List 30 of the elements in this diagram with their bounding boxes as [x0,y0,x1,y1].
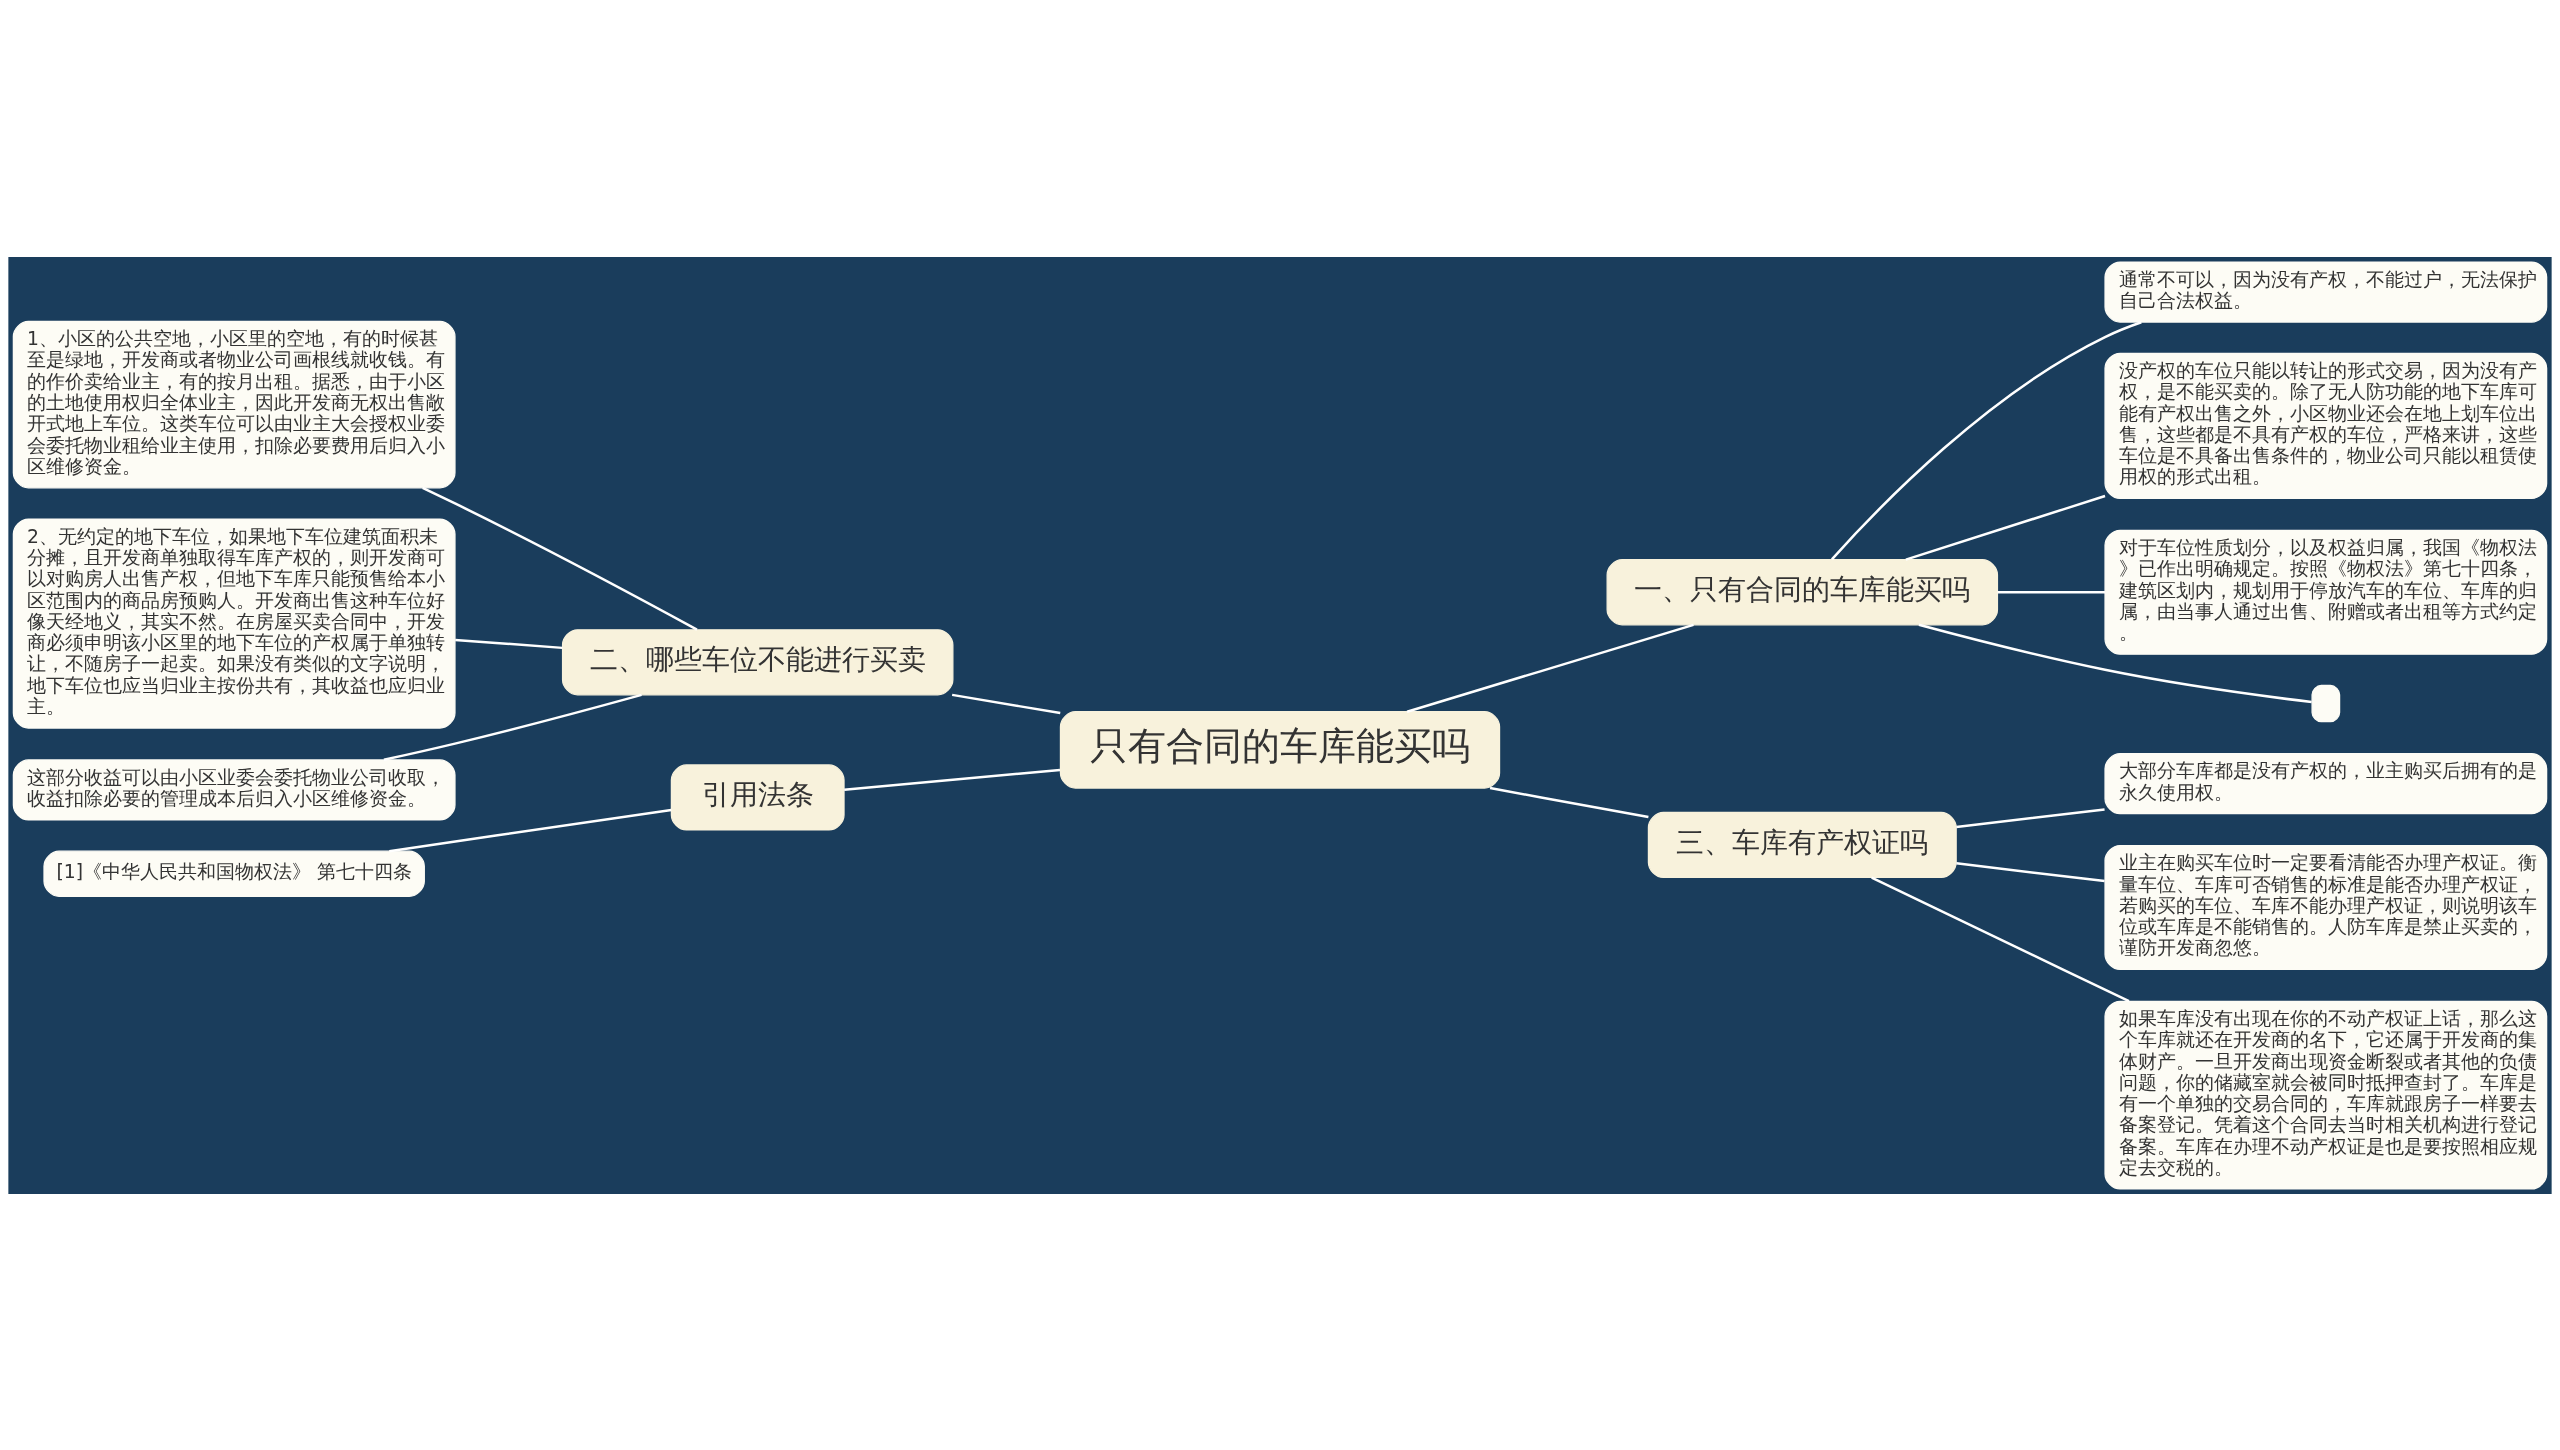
node-box: 二、哪些车位不能进行买卖 [561,628,954,695]
node-box: 如果车库没有出现在你的不动产权证上话，那么这个车库就还在开发商的名下，它还属于开发商的集体财产。一旦开发商出现资金断裂或者其他的负债问题，你的储藏室就会被同时抵押查封了。车库是有一个单独的交易合同的，车库就跟房子一样要去备案登记。凭着这个合同去当时相关机构进行登记备案。车库在办理不动产权证是也是要按照相应规定去交税的。 [2104,1000,2548,1190]
connector [1489,786,1649,818]
connector [951,693,1061,714]
connector [455,638,563,649]
connector [1918,623,2312,703]
node-box: 通常不可以，因为没有产权，不能过户，无法保护自己合法权益。 [2104,260,2548,323]
node-box: 2、无约定的地下车位，如果地下车位建筑面积未分摊，且开发商单独取得车库产权的，则开发商可以对购房人出售产权，但地下车库只能预售给本小区范围内的商品房预购人。开发商出售这种车位好像天经地义，其实不然。在房屋买卖合同中，开发商必须申明该小区里的地下车位的产权属于单独转让，不随房子一起卖。如果没有类似的文字说明，地下车位也应当归业主按份共有，其收益也应归业主。 [12,517,456,729]
node-box [2311,684,2341,722]
node-box: 这部分收益可以由小区业委会委托物业公司收取，收益扣除必要的管理成本后归入小区维修资金。 [12,758,456,821]
connector [1406,623,1694,713]
connector [422,486,698,631]
node-box: 1、小区的公共空地，小区里的空地，有的时候甚至是绿地，开发商或者物业公司画根线就收钱。有的作价卖给业主，有的按月出租。据悉，由于小区的土地使用权归全体业主，因此开发商无权出售敞开式地上车位。这类车位可以由业主大会授权业委会委托物业租给业主使用，扣除必要费用后归入小区维修资金。 [12,320,456,488]
connector [1905,494,2106,561]
connector [1956,807,2105,828]
node-box: 三、车库有产权证吗 [1647,811,1957,878]
connector [844,768,1061,791]
node-box: 对于车位性质划分，以及权益归属，我国《物权法》已作出明确规定。按照《物权法》第七十四条，建筑区划内，规划用于停放汽车的车位、车库的归属，由当事人通过出售、附赠或者出租等方式约定。 [2104,529,2548,655]
node-box: 一、只有合同的车库能买吗 [1606,558,1999,625]
node-box: 业主在购买车位时一定要看清能否办理产权证。衡量车位、车库可否销售的标准是能否办理产权证，若购买的车位、车库不能办理产权证，则说明该车位或车库是不能销售的。人防车库是禁止买卖的，谨防开发商忽悠。 [2104,844,2548,970]
connector [389,808,672,852]
connector [1997,590,2105,593]
node-box: 大部分车库都是没有产权的，业主购买后拥有的是永久使用权。 [2104,752,2548,814]
node-box: 只有合同的车库能买吗 [1059,710,1501,789]
node-box: [1]《中华人民共和国物权法》 第七十四条 [43,850,425,897]
connector [1871,876,2130,1002]
node-box: 引用法条 [670,763,845,831]
connector [1830,320,2142,560]
node-box: 没产权的车位只能以转让的形式交易，因为没有产权，是不能买卖的。除了无人防功能的地下车库可能有产权出售之外，小区物业还会在地上划车位出售，这些都是不具有产权的车位，严格来讲，这些车位是不具备出售条件的，物业公司只能以租赁使用权的形式出租。 [2104,352,2548,499]
connector [1956,861,2105,882]
